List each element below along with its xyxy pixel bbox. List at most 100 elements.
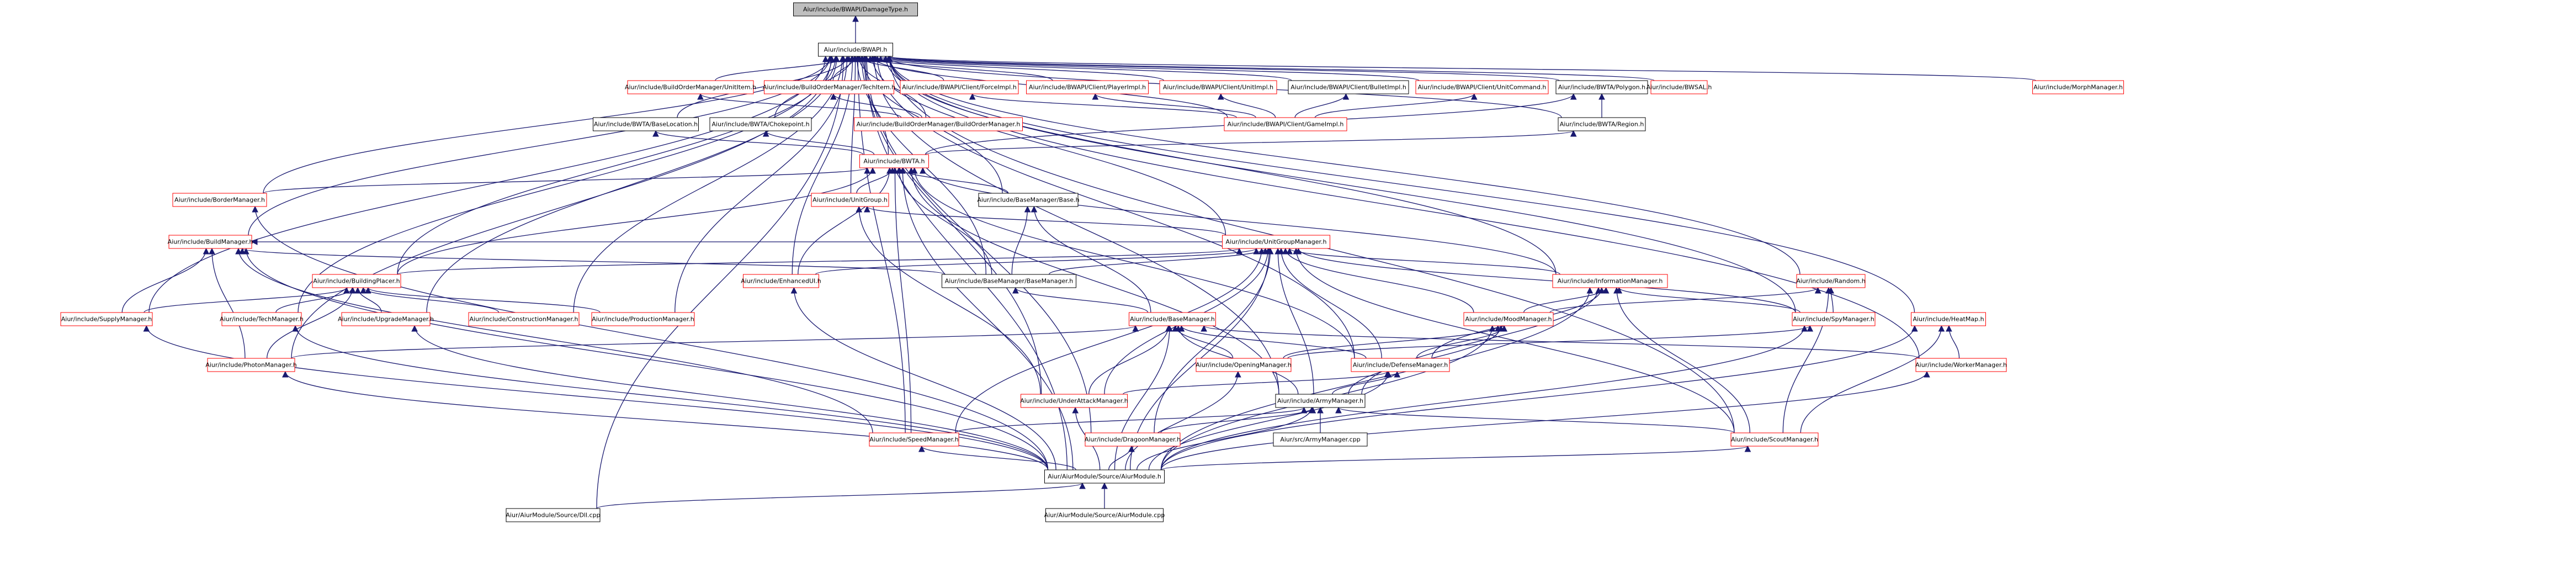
node-box: [341, 312, 431, 326]
edge-basemanager_bm-to-basemanager_base: [1011, 205, 1031, 275]
node-label: Aiur/include/UnitGroup.h: [812, 197, 888, 204]
node-box: [1129, 312, 1216, 326]
node-label: Aiur/include/SupplyManager.h: [61, 316, 152, 323]
edge-informationmanager-to-bwta: [920, 167, 1557, 275]
node-bom_unititem[interactable]: Aiur/include/BuildOrderManager/UnitItem.…: [625, 80, 756, 94]
edge-aiurmodule_h-to-openingmanager: [1125, 370, 1241, 470]
node-box: [207, 358, 295, 372]
node-box: [1650, 80, 1708, 94]
node-client_bulletimpl[interactable]: Aiur/include/BWAPI/Client/BulletImpl.h: [1288, 80, 1409, 94]
node-label: Aiur/include/InformationManager.h: [1558, 278, 1663, 285]
edge-enhancedui-to-unitgroupmanager: [815, 247, 1260, 275]
edge-spymanager-to-informationmanager: [1616, 287, 1800, 313]
node-productionmanager[interactable]: Aiur/include/ProductionManager.h: [591, 312, 695, 326]
node-underattackmanager[interactable]: Aiur/include/UnderAttackManager.h: [1020, 394, 1128, 408]
node-label: Aiur/include/SpyManager.h: [1793, 316, 1874, 323]
node-bom_buildordermanager[interactable]: Aiur/include/BuildOrderManager/BuildOrde…: [854, 117, 1023, 131]
node-label: Aiur/include/OpeningManager.h: [1196, 362, 1291, 369]
node-label: Aiur/include/EnhancedUI.h: [741, 278, 821, 285]
node-aiurmodule_cpp[interactable]: Aiur/AiurModule/Source/AiurModule.cpp: [1044, 508, 1165, 522]
node-enhancedui[interactable]: Aiur/include/EnhancedUI.h: [741, 274, 821, 288]
node-client_unitimpl[interactable]: Aiur/include/BWAPI/Client/UnitImpl.h: [1159, 80, 1277, 94]
edge-enhancedui-to-bwta: [798, 167, 893, 275]
edge-moodmanager-to-informationmanager: [1523, 287, 1610, 313]
edge-aiurmodule_h-to-armymanager: [1136, 406, 1315, 470]
node-bom_techitem[interactable]: Aiur/include/BuildOrderManager/TechItem.…: [763, 80, 895, 94]
edge-underattackmanager-to-basemanager: [1088, 325, 1172, 395]
node-bwta_region[interactable]: Aiur/include/BWTA/Region.h: [1558, 117, 1646, 131]
edge-basemanager-to-basemanager_bm: [1012, 287, 1149, 313]
node-bwta_polygon[interactable]: Aiur/include/BWTA/Polygon.h: [1555, 80, 1648, 94]
node-box: [1196, 358, 1292, 372]
edge-moodmanager-to-unitgroupmanager: [1282, 247, 1474, 313]
node-box: [1796, 274, 1866, 288]
node-supplymanager[interactable]: Aiur/include/SupplyManager.h: [60, 312, 153, 326]
node-label: Aiur/include/BWTA/Polygon.h: [1558, 84, 1645, 91]
node-label: Aiur/include/SpeedManager.h: [869, 436, 959, 443]
node-moodmanager[interactable]: Aiur/include/MoodManager.h: [1463, 312, 1554, 326]
node-spymanager[interactable]: Aiur/include/SpyManager.h: [1792, 312, 1876, 326]
edge-aiurmodule_h-to-informationmanager: [1160, 287, 1594, 470]
node-label: Aiur/include/BWAPI/Client/UnitImpl.h: [1163, 84, 1273, 91]
edge-workermanager-to-heatmap: [1946, 325, 1960, 359]
node-photonmanager[interactable]: Aiur/include/PhotonManager.h: [205, 358, 297, 372]
node-client_unitcommand[interactable]: Aiur/include/BWAPI/Client/UnitCommand.h: [1415, 80, 1549, 94]
edge-aiurmodule_h-to-buildmanager: [243, 247, 1049, 470]
node-scoutmanager[interactable]: Aiur/include/ScoutManager.h: [1730, 432, 1819, 447]
node-dll_cpp[interactable]: Aiur/AiurModule/Source/Dll.cpp: [506, 508, 601, 522]
node-random[interactable]: Aiur/include/Random.h: [1796, 274, 1866, 288]
node-client_gameimpl[interactable]: Aiur/include/BWAPI/Client/GameImpl.h: [1224, 117, 1347, 131]
node-constructionmanager[interactable]: Aiur/include/ConstructionManager.h: [468, 312, 580, 326]
node-box: [1911, 312, 1986, 326]
node-bwta_baselocation[interactable]: Aiur/include/BWTA/BaseLocation.h: [593, 117, 699, 131]
node-basemanager_bm[interactable]: Aiur/include/BaseManager/BaseManager.h: [942, 274, 1076, 288]
node-heatmap[interactable]: Aiur/include/HeatMap.h: [1911, 312, 1986, 326]
node-openingmanager[interactable]: Aiur/include/OpeningManager.h: [1196, 358, 1292, 372]
edge-dll_cpp-to-bwapi: [596, 55, 847, 509]
node-client_playerimpl[interactable]: Aiur/include/BWAPI/Client/PlayerImpl.h: [1026, 80, 1149, 94]
node-dragoonmanager[interactable]: Aiur/include/DragoonManager.h: [1085, 432, 1181, 447]
node-buildingplacer[interactable]: Aiur/include/BuildingPlacer.h: [312, 274, 401, 288]
node-box: [1351, 358, 1450, 372]
node-label: Aiur/include/TechManager.h: [220, 316, 304, 323]
node-bwta_chokepoint[interactable]: Aiur/include/BWTA/Chokepoint.h: [709, 117, 812, 131]
node-basemanager_base[interactable]: Aiur/include/BaseManager/Base.h: [977, 193, 1080, 207]
node-workermanager[interactable]: Aiur/include/WorkerManager.h: [1915, 358, 2007, 372]
node-bwta[interactable]: Aiur/include/BWTA.h: [859, 154, 929, 168]
node-armymanager_cpp[interactable]: Aiur/src/ArmyManager.cpp: [1273, 432, 1368, 447]
edge-informationmanager-to-unitgroupmanager: [1286, 247, 1560, 275]
node-bordermanager[interactable]: Aiur/include/BorderManager.h: [172, 193, 267, 207]
edge-defensemanager-to-moodmanager: [1416, 325, 1507, 359]
node-label: Aiur/include/ArmyManager.h: [1277, 398, 1363, 405]
edge-client_gameimpl-to-client_unitcommand: [1314, 93, 1478, 118]
edge-defensemanager-to-basemanager: [1178, 325, 1367, 359]
node-unitgroupmanager[interactable]: Aiur/include/UnitGroupManager.h: [1222, 235, 1330, 249]
node-upgrademanager[interactable]: Aiur/include/UpgradeManager.h: [338, 312, 434, 326]
node-label: Aiur/include/UnitGroupManager.h: [1226, 239, 1327, 246]
edge-supplymanager-to-buildingplacer: [144, 287, 350, 313]
node-label: Aiur/include/PhotonManager.h: [205, 362, 296, 369]
node-label: Aiur/AiurModule/Source/Dll.cpp: [506, 512, 600, 519]
node-buildmanager[interactable]: Aiur/include/BuildManager.h: [168, 235, 253, 249]
node-armymanager[interactable]: Aiur/include/ArmyManager.h: [1275, 394, 1366, 408]
edge-underattackmanager-to-bwapi: [861, 55, 1042, 395]
node-techmanager[interactable]: Aiur/include/TechManager.h: [220, 312, 304, 326]
node-unitgroup[interactable]: Aiur/include/UnitGroup.h: [811, 193, 889, 207]
node-bwapi[interactable]: Aiur/include/BWAPI.h: [818, 43, 893, 57]
node-informationmanager[interactable]: Aiur/include/InformationManager.h: [1552, 274, 1668, 288]
node-label: Aiur/include/BuildOrderManager/UnitItem.…: [625, 84, 756, 91]
node-box: [1558, 117, 1646, 131]
node-bwsal[interactable]: Aiur/include/BWSAL.h: [1646, 80, 1712, 94]
node-client_forceimpl[interactable]: Aiur/include/BWAPI/Client/ForceImpl.h: [900, 80, 1019, 94]
node-box: [506, 508, 601, 522]
node-speedmanager[interactable]: Aiur/include/SpeedManager.h: [869, 432, 959, 447]
node-box: [2032, 80, 2124, 94]
node-box: [978, 193, 1079, 207]
node-defensemanager[interactable]: Aiur/include/DefenseManager.h: [1351, 358, 1450, 372]
edge-armymanager-to-defensemanager: [1332, 370, 1400, 395]
node-aiurmodule_h[interactable]: Aiur/AiurModule/Source/AiurModule.h: [1044, 469, 1165, 484]
node-label: Aiur/include/BuildingPlacer.h: [313, 278, 400, 285]
node-basemanager[interactable]: Aiur/include/BaseManager.h: [1129, 312, 1216, 326]
node-morphmanager[interactable]: Aiur/include/MorphManager.h: [2032, 80, 2124, 94]
